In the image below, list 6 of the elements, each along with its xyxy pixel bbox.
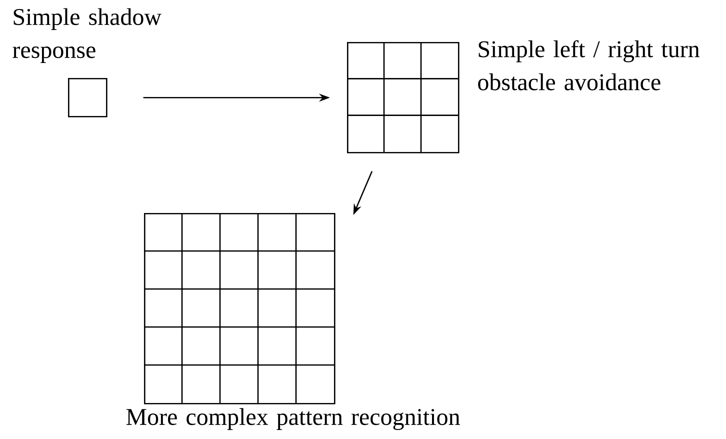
caption: More complex pattern recognition — [126, 408, 460, 430]
caption: Simple shadow response — [12, 8, 162, 63]
grid — [347, 42, 460, 154]
caption: Simple left / right turn obstacle avoidance — [478, 40, 700, 90]
grid — [144, 212, 336, 404]
grid — [68, 78, 108, 118]
